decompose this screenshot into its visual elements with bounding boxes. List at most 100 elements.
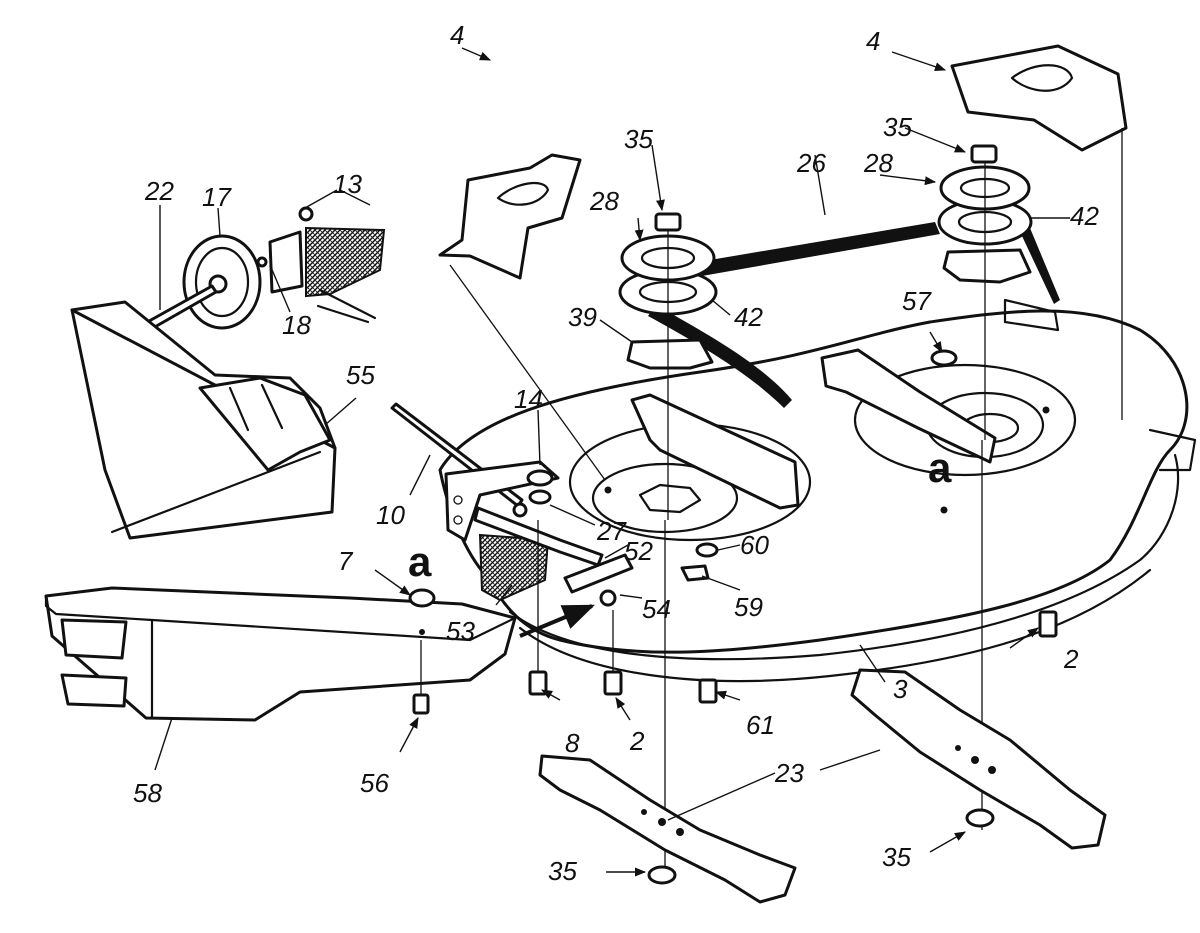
callout-8: 8 xyxy=(565,728,580,758)
callout-2: 2 xyxy=(629,726,645,756)
belt-upper-strand xyxy=(698,222,940,276)
deck-bumper xyxy=(1148,428,1197,472)
callout-3: 3 xyxy=(893,674,908,704)
belt-cover-left-guide xyxy=(449,264,606,481)
leader-lines xyxy=(154,47,1070,877)
left-blade-nut xyxy=(647,865,677,885)
wheel-bracket-nut xyxy=(298,206,314,222)
callout-35: 35 xyxy=(548,856,577,886)
belt-lower-strand xyxy=(648,305,792,408)
callout-42: 42 xyxy=(734,302,763,332)
gauge-wheel-assembly xyxy=(140,206,386,334)
left-blade xyxy=(538,754,797,904)
nut-7 xyxy=(408,588,436,608)
nut-7-hole xyxy=(419,629,425,635)
wheel-bracket-housing xyxy=(305,226,386,298)
callout-39: 39 xyxy=(568,302,597,332)
belt-cover-right-cutout xyxy=(1010,64,1074,92)
drive-belt xyxy=(648,222,1060,408)
wheel-bracket-line xyxy=(318,288,377,320)
knob-57 xyxy=(930,349,958,367)
callout-10: 10 xyxy=(376,500,405,530)
bolt-2-front xyxy=(603,670,623,696)
left-spindle-housing xyxy=(626,338,714,370)
grass-chute-ribs xyxy=(228,383,284,432)
side-guard-slot-top xyxy=(60,618,128,660)
grass-chute xyxy=(70,300,337,540)
lever-hole xyxy=(453,515,463,525)
reference-label-a: a xyxy=(928,444,952,491)
callout-23: 23 xyxy=(774,758,804,788)
left-blade-hole xyxy=(658,818,666,826)
left-blade-hole xyxy=(641,809,647,815)
callout-7: 7 xyxy=(338,546,354,576)
callout-58: 58 xyxy=(133,778,162,808)
reference-label-a: a xyxy=(408,538,432,585)
lever-hole xyxy=(453,495,463,505)
bolt-61 xyxy=(698,678,718,704)
callout-14: 14 xyxy=(514,384,543,414)
callout-17: 17 xyxy=(202,182,232,212)
idler-bushing xyxy=(599,589,617,607)
callout-56: 56 xyxy=(360,768,389,798)
gauge-wheel-rim xyxy=(194,246,250,318)
deck-rim xyxy=(508,453,1180,661)
belt-right-strand xyxy=(1022,228,1060,304)
callout-52: 52 xyxy=(624,536,653,566)
grass-chute-mount xyxy=(198,376,332,472)
callout-55: 55 xyxy=(346,360,375,390)
bolt-2-rear xyxy=(1038,610,1058,638)
bolt-56 xyxy=(412,693,430,715)
callout-60: 60 xyxy=(740,530,769,560)
right-spindle-housing xyxy=(942,248,1032,284)
idler-pivot xyxy=(512,502,528,518)
grass-chute-crease xyxy=(110,450,322,534)
callout-61: 61 xyxy=(746,710,775,740)
wheel-bracket-plate xyxy=(268,230,304,294)
right-pulley-assembly xyxy=(937,144,1033,440)
wheel-spacer xyxy=(256,256,268,268)
right-spindle-well xyxy=(853,363,1077,477)
deck-hole xyxy=(940,506,948,514)
belt-cover-right-shape xyxy=(950,44,1128,152)
callout-59: 59 xyxy=(734,592,763,622)
belt-cover-right xyxy=(950,44,1128,420)
right-blade-hole xyxy=(988,766,996,774)
belt-cover-left-cutout xyxy=(496,182,550,206)
left-idler-bracket xyxy=(630,393,800,510)
callout-4: 4 xyxy=(866,26,880,56)
callout-35: 35 xyxy=(624,124,653,154)
side-guard-top-edge xyxy=(44,594,517,642)
callout-22: 22 xyxy=(144,176,174,206)
callout-53: 53 xyxy=(446,616,475,646)
left-pulley-assembly xyxy=(618,212,718,520)
idler-nut xyxy=(526,469,554,487)
wheel-bracket-line xyxy=(316,304,370,324)
deck-hole xyxy=(604,486,612,494)
callout-18: 18 xyxy=(282,310,311,340)
side-guard-slot-bottom xyxy=(60,673,128,708)
callout-28: 28 xyxy=(589,186,619,216)
callout-27: 27 xyxy=(596,516,627,546)
callout-42: 42 xyxy=(1070,201,1099,231)
right-blade-nut xyxy=(965,808,995,828)
deck-tab xyxy=(1003,298,1060,332)
callout-35: 35 xyxy=(883,112,912,142)
right-idler-bracket xyxy=(820,348,997,464)
idler-washer xyxy=(528,489,552,505)
left-blade-hole xyxy=(676,828,684,836)
right-blade xyxy=(850,668,1107,850)
idler-link xyxy=(563,553,634,594)
nut-60 xyxy=(695,542,719,558)
callout-26: 26 xyxy=(796,148,826,178)
callout-28: 28 xyxy=(863,148,893,178)
belt-cover-left-shape xyxy=(438,153,582,280)
left-spindle-hole xyxy=(638,483,702,514)
left-pulley-nut xyxy=(654,212,682,232)
deck-hole xyxy=(1042,406,1050,414)
callout-2: 2 xyxy=(1063,644,1079,674)
belt-cover-left xyxy=(438,153,606,481)
clip-59 xyxy=(680,564,710,582)
